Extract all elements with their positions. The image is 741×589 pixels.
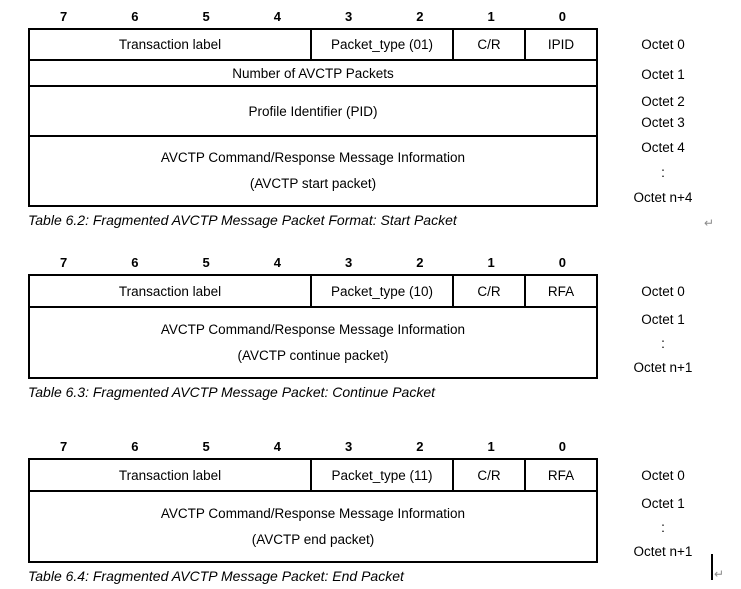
field-message-information-line2: (AVCTP continue packet): [237, 347, 389, 363]
field-rfa: RFA: [524, 460, 596, 490]
bit-label: 0: [558, 9, 566, 24]
octet-label: Octet n+1: [633, 359, 693, 375]
octet-label-group: Octet 1: [598, 61, 728, 87]
bit-label: 6: [131, 255, 139, 270]
packet-table-end: 7 6 5 4 3 2 1 0 Transaction label Packet…: [28, 438, 728, 584]
octet-label: Octet 0: [641, 37, 685, 52]
octet-column: Octet 0 Octet 1 Octet 2 Octet 3 Octet 4 …: [598, 28, 728, 207]
table-row: Transaction label Packet_type (11) C/R R…: [30, 460, 596, 490]
octet-label: Octet 1: [641, 66, 685, 82]
bit-label: 5: [202, 255, 210, 270]
packet-table-continue: 7 6 5 4 3 2 1 0 Transaction label Packet…: [28, 254, 728, 400]
octet-label-group: Octet 0: [598, 274, 728, 308]
bit-label: 1: [487, 255, 495, 270]
packet-table-box: Transaction label Packet_type (01) C/R I…: [28, 28, 598, 207]
octet-label: Octet n+1: [633, 543, 693, 559]
field-message-information-line2: (AVCTP end packet): [251, 531, 375, 547]
packet-table-start-body: 7 6 5 4 3 2 1 0 Transaction label Packet…: [28, 8, 598, 228]
table-row: Transaction label Packet_type (10) C/R R…: [30, 276, 596, 306]
bit-label: 4: [273, 439, 281, 454]
field-cr: C/R: [452, 460, 524, 490]
bit-label: 0: [558, 255, 566, 270]
octet-label-group: Octet 1 : Octet n+1: [598, 308, 728, 379]
field-transaction-label: Transaction label: [118, 467, 222, 483]
line-break-mark-icon: ↵: [704, 216, 715, 230]
table-caption: Table 6.2: Fragmented AVCTP Message Pack…: [28, 212, 457, 228]
bit-label: 0: [558, 439, 566, 454]
field-ipid: IPID: [524, 30, 596, 59]
field-rfa: RFA: [524, 276, 596, 306]
bit-label: 1: [487, 9, 495, 24]
table-row: AVCTP Command/Response Message Informati…: [30, 306, 596, 377]
field-packet-type: Packet_type (10): [310, 276, 452, 306]
table-row: Transaction label Packet_type (01) C/R I…: [30, 30, 596, 59]
bit-label: 5: [202, 439, 210, 454]
field-message-information-line1: AVCTP Command/Response Message Informati…: [160, 150, 466, 165]
field-message-information: AVCTP Command/Response Message Informati…: [30, 308, 596, 377]
bit-label: 3: [345, 9, 353, 24]
octet-ellipsis: :: [661, 335, 665, 351]
bit-label: 4: [273, 255, 281, 270]
field-profile-identifier: Profile Identifier (PID): [248, 103, 378, 119]
octet-label: Octet 3: [641, 115, 685, 130]
bit-label: 3: [345, 255, 353, 270]
bit-header: 7 6 5 4 3 2 1 0: [28, 438, 598, 458]
field-message-information: AVCTP Command/Response Message Informati…: [30, 492, 596, 561]
octet-label: Octet 4: [641, 139, 685, 155]
field-packet-type: Packet_type (01): [310, 30, 452, 59]
text-cursor: [711, 554, 713, 580]
packet-table-start: 7 6 5 4 3 2 1 0 Transaction label Packet…: [28, 8, 728, 228]
octet-ellipsis: :: [661, 164, 665, 180]
line-break-mark-icon: ↵: [714, 567, 725, 581]
bit-label: 6: [131, 439, 139, 454]
table-caption: Table 6.3: Fragmented AVCTP Message Pack…: [28, 384, 435, 400]
octet-column: Octet 0 Octet 1 : Octet n+1: [598, 458, 728, 563]
field-message-information-line1: AVCTP Command/Response Message Informati…: [160, 505, 466, 521]
octet-column: Octet 0 Octet 1 : Octet n+1: [598, 274, 728, 379]
bit-label: 1: [487, 439, 495, 454]
bit-label: 2: [416, 9, 424, 24]
field-packet-type: Packet_type (11): [310, 460, 452, 490]
octet-label: Octet 1: [641, 495, 685, 511]
field-transaction-label: Transaction label: [118, 283, 222, 299]
bit-label: 4: [273, 9, 281, 24]
octet-label-group: Octet 0: [598, 458, 728, 492]
bit-label: 7: [60, 255, 68, 270]
bit-label: 3: [345, 439, 353, 454]
bit-header: 7 6 5 4 3 2 1 0: [28, 254, 598, 274]
octet-ellipsis: :: [661, 519, 665, 535]
octet-label-group: Octet 0: [598, 28, 728, 61]
table-row: Profile Identifier (PID): [30, 85, 596, 135]
table-row: AVCTP Command/Response Message Informati…: [30, 135, 596, 205]
table-row: AVCTP Command/Response Message Informati…: [30, 490, 596, 561]
octet-label: Octet 2: [641, 94, 685, 109]
octet-label: Octet 0: [641, 467, 685, 483]
bit-header: 7 6 5 4 3 2 1 0: [28, 8, 598, 28]
octet-label: Octet 1: [641, 311, 685, 327]
field-message-information-line2: (AVCTP start packet): [249, 176, 377, 191]
bit-label: 2: [416, 255, 424, 270]
field-number-of-packets: Number of AVCTP Packets: [232, 65, 394, 81]
octet-label: Octet n+4: [633, 189, 693, 205]
field-cr: C/R: [452, 276, 524, 306]
bit-label: 6: [131, 9, 139, 24]
bit-label: 7: [60, 439, 68, 454]
octet-label-group: Octet 2 Octet 3: [598, 87, 728, 137]
field-message-information-line1: AVCTP Command/Response Message Informati…: [160, 321, 466, 337]
field-message-information: AVCTP Command/Response Message Informati…: [30, 137, 596, 205]
table-row: Number of AVCTP Packets: [30, 59, 596, 85]
packet-table-box: Transaction label Packet_type (10) C/R R…: [28, 274, 598, 379]
bit-label: 2: [416, 439, 424, 454]
packet-table-end-body: 7 6 5 4 3 2 1 0 Transaction label Packet…: [28, 438, 598, 584]
packet-table-continue-body: 7 6 5 4 3 2 1 0 Transaction label Packet…: [28, 254, 598, 400]
packet-table-box: Transaction label Packet_type (11) C/R R…: [28, 458, 598, 563]
field-transaction-label: Transaction label: [118, 37, 222, 52]
bit-label: 5: [202, 9, 210, 24]
octet-label-group: Octet 4 : Octet n+4: [598, 137, 728, 207]
field-cr: C/R: [452, 30, 524, 59]
bit-label: 7: [60, 9, 68, 24]
octet-label-group: Octet 1 : Octet n+1: [598, 492, 728, 563]
table-caption: Table 6.4: Fragmented AVCTP Message Pack…: [28, 568, 404, 584]
octet-label: Octet 0: [641, 283, 685, 299]
